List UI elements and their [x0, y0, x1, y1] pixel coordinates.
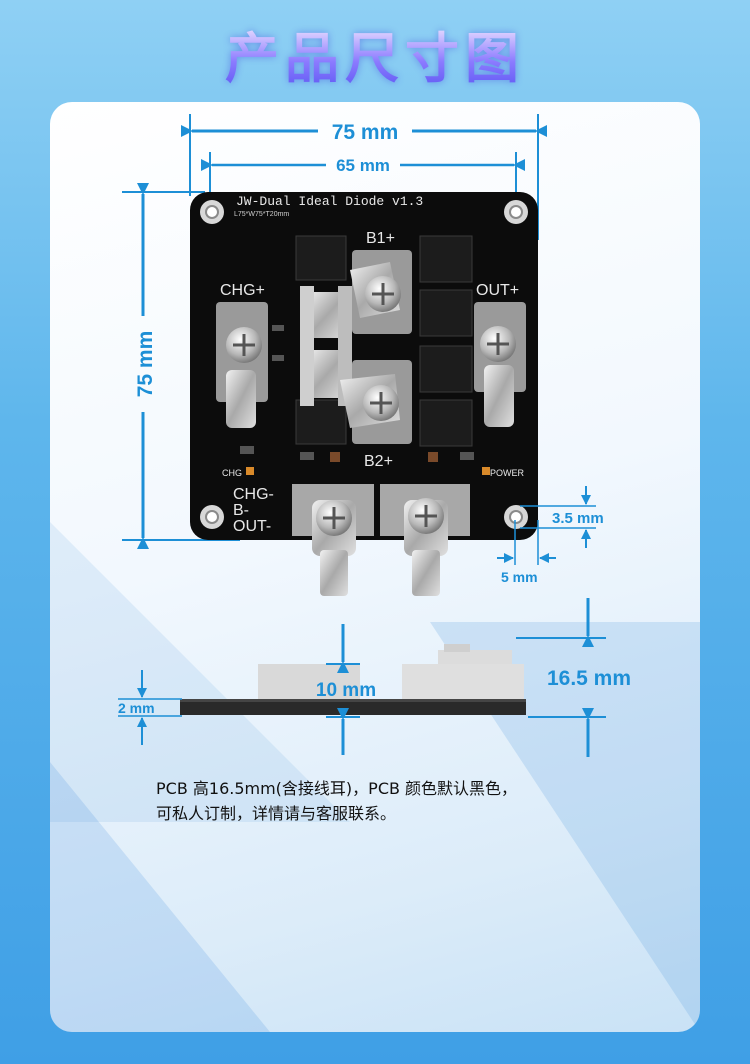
side-view [180, 644, 526, 715]
mounting-hole [200, 200, 224, 224]
dim-hole-offset-label: 5 mm [501, 569, 538, 585]
dim-width-holes-label: 65 mm [336, 156, 390, 175]
terminal-out-plus [474, 302, 526, 427]
caption-line-1: PCB 高16.5mm(含接线耳)，PCB 颜色默认黑色， [156, 779, 518, 798]
dim-total-height: 16.5 mm [516, 598, 631, 757]
power-led [482, 467, 490, 475]
terminal-negative-left [312, 500, 356, 596]
center-busbar [300, 286, 352, 406]
label-chg-minus: CHG- [233, 486, 274, 503]
caption-line-2: 可私人订制，详情请与客服联系。 [156, 804, 397, 823]
bg-facet [50, 762, 270, 1032]
dim-total-height-label: 16.5 mm [547, 667, 631, 690]
label-out-plus: OUT+ [476, 282, 519, 299]
mounting-hole [200, 505, 224, 529]
description-caption: PCB 高16.5mm(含接线耳)，PCB 颜色默认黑色， 可私人订制，详情请与… [156, 776, 636, 826]
mosfet-group-right [419, 235, 473, 447]
label-b1-plus: B1+ [366, 230, 395, 247]
dim-width-outer-label: 75 mm [332, 121, 399, 144]
label-power-led: POWER [490, 468, 525, 478]
chg-led [246, 467, 254, 475]
dim-hole-diameter: 3.5 mm [520, 486, 604, 548]
terminal-b1 [350, 250, 412, 334]
content-panel [50, 102, 700, 1032]
dim-component-height: 10 mm [316, 624, 376, 755]
dim-width-outer: 75 mm [181, 114, 547, 240]
smd-components [240, 325, 474, 462]
label-chg-plus: CHG+ [220, 282, 265, 299]
board-name: JW-Dual Ideal Diode v1.3 [236, 194, 423, 209]
label-b2-plus: B2+ [364, 453, 393, 470]
terminal-negative-right [404, 498, 448, 596]
dim-height-outer-label: 75 mm [134, 331, 157, 398]
board-size-note: L75*W75*T20mm [234, 211, 289, 218]
label-b-minus: B- [233, 502, 249, 519]
dim-pcb-thickness: 2 mm [118, 670, 182, 745]
mounting-hole [504, 200, 528, 224]
dim-hole-offset: 5 mm [497, 520, 556, 585]
label-chg-led: CHG [222, 468, 242, 478]
label-out-minus: OUT- [233, 518, 271, 535]
terminal-b2 [340, 360, 412, 444]
dim-component-height-label: 10 mm [316, 680, 376, 701]
page-title-shadow: 产品尺寸图 [0, 14, 750, 93]
terminal-chg-plus [216, 302, 268, 428]
mosfet-group-left [295, 235, 347, 445]
dim-hole-diameter-label: 3.5 mm [552, 510, 604, 527]
dim-width-holes: 65 mm [201, 152, 525, 196]
page-title: 产品尺寸图 [0, 14, 750, 93]
mounting-hole [504, 505, 528, 529]
dim-pcb-thickness-label: 2 mm [118, 700, 155, 716]
pcb-board: JW-Dual Ideal Diode v1.3 L75*W75*T20mm C… [190, 192, 538, 540]
